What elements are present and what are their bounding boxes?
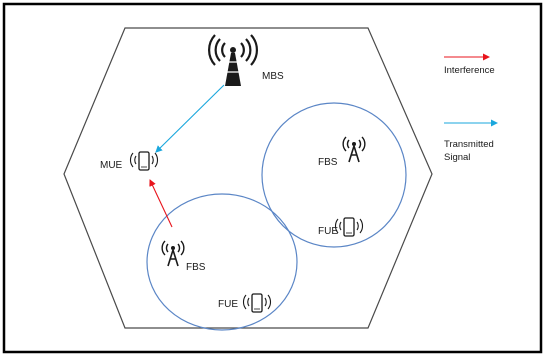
fue-lower-phone-icon (242, 293, 272, 313)
fbs-lower-icon (161, 240, 185, 267)
femtocell-upper (261, 102, 407, 248)
mbs-label: MBS (262, 71, 284, 82)
interference-arrow (149, 179, 173, 228)
fue-lower-label: FUE (218, 299, 238, 310)
legend-interference-label: Interference (444, 65, 495, 76)
macro-cell-hexagon (63, 27, 433, 329)
mue-label: MUE (100, 160, 123, 171)
mue-phone-icon (129, 151, 159, 171)
legend-transmitted-label-line1: Transmitted (444, 139, 494, 150)
fbs-lower-label: FBS (186, 262, 206, 273)
fue-upper-phone-icon (334, 217, 364, 237)
transmitted-signal-arrow (155, 84, 225, 153)
fue-upper-label: FUE (318, 226, 338, 237)
femtocell-lower (146, 193, 298, 331)
fbs-upper-label: FBS (318, 157, 338, 168)
fbs-upper-icon (342, 136, 366, 163)
legend-transmitted-label-line2: Signal (444, 152, 470, 163)
macro-base-station-icon (208, 34, 258, 86)
